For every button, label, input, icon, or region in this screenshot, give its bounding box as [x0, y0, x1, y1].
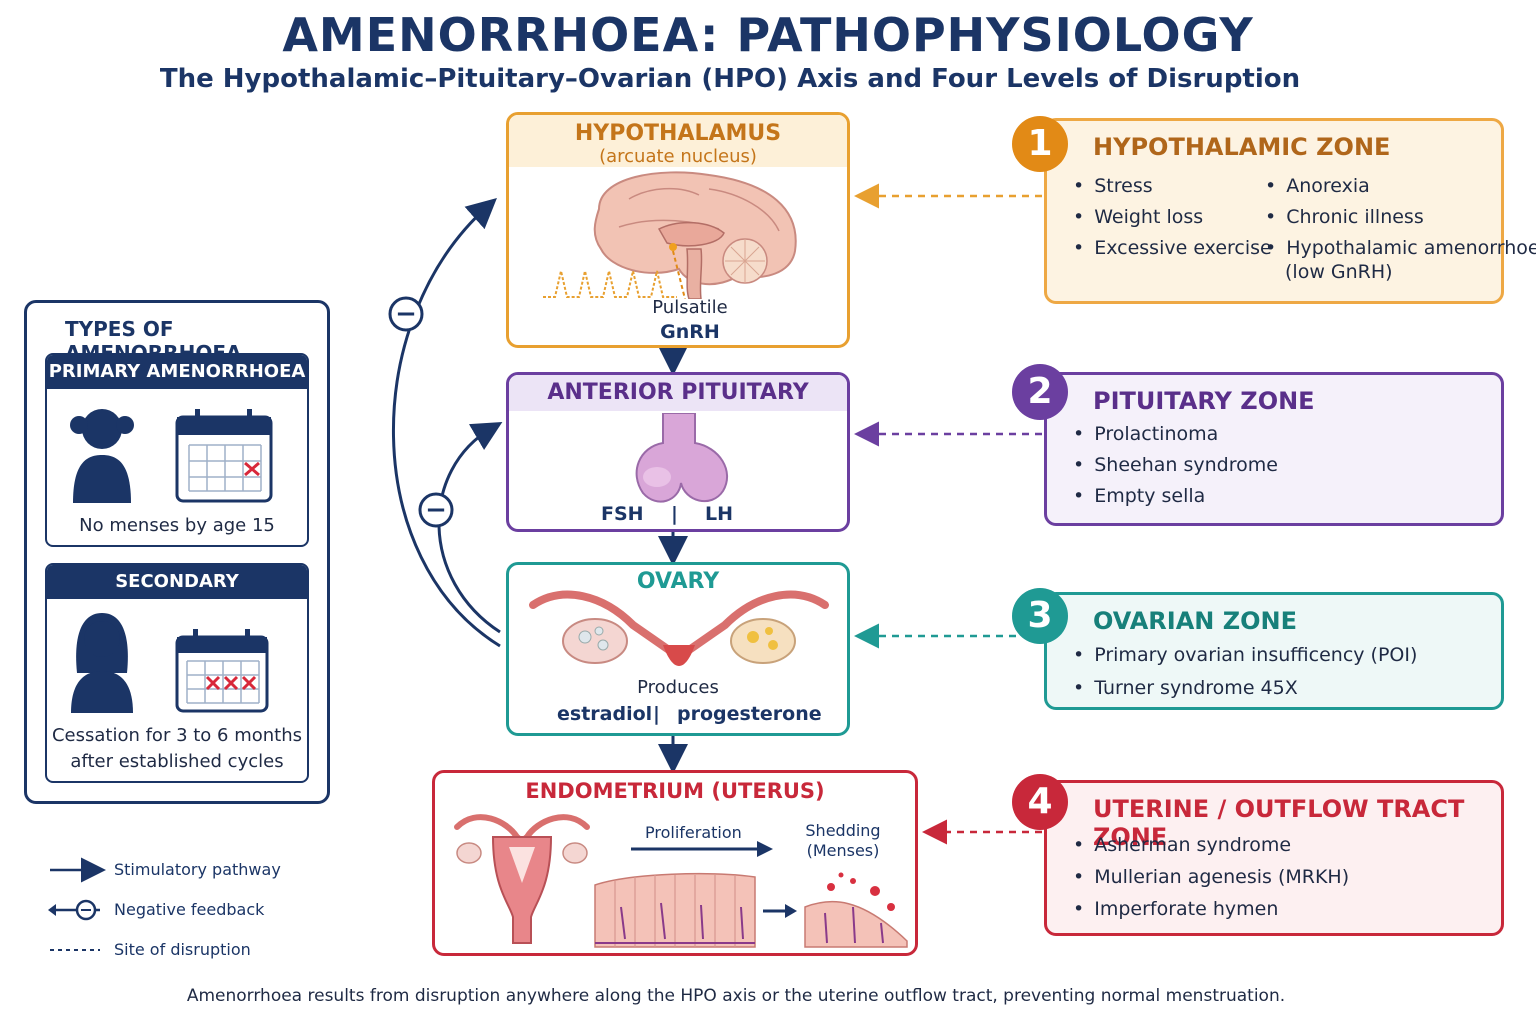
- feedback-circle-2: [418, 492, 454, 528]
- uterus-illustration: [454, 814, 590, 944]
- list-item: Chronic illness: [1265, 202, 1536, 233]
- pituitary-box: ANTERIOR PITUITARY FSH | LH: [506, 372, 850, 532]
- list-item: Empty sella: [1073, 481, 1278, 512]
- gnrh-label-line2: GnRH: [660, 321, 720, 343]
- zone-1-list-col1: Stress Weight loss Excessive exercise: [1073, 171, 1272, 264]
- hypothalamus-subtitle: (arcuate nucleus): [599, 146, 757, 167]
- feedback-curve-hypothalamus: [392, 198, 501, 648]
- list-item: Excessive exercise: [1073, 233, 1272, 264]
- brain-illustration: [593, 171, 797, 299]
- zone-1-extra: (low GnRH): [1285, 261, 1393, 283]
- zone-2-title: PITUITARY ZONE: [1093, 387, 1315, 415]
- page-title: AMENORRHOEA: PATHOPHYSIOLOGY: [282, 8, 1254, 62]
- legend-disruption: Site of disruption: [114, 940, 251, 959]
- feedback-minus-1: −: [395, 299, 417, 329]
- list-item: Mullerian agenesis (MRKH): [1073, 861, 1349, 893]
- list-item: Stress: [1073, 171, 1272, 202]
- hypothalamus-header: HYPOTHALAMUS (arcuate nucleus): [509, 115, 847, 167]
- zone-2-list: Prolactinoma Sheehan syndrome Empty sell…: [1073, 419, 1278, 512]
- endometrium-title: ENDOMETRIUM (UTERUS): [525, 779, 825, 803]
- secondary-caption-line2: after established cycles: [70, 751, 284, 772]
- pituitary-zone-box: PITUITARY ZONE Prolactinoma Sheehan synd…: [1044, 372, 1504, 526]
- primary-amenorrhoea-caption: No menses by age 15: [79, 515, 275, 536]
- feedback-minus-2: −: [425, 495, 447, 525]
- zone-1-number-badge: 1: [1012, 116, 1068, 172]
- calendar-icon: [175, 629, 269, 713]
- list-item: Anorexia: [1265, 171, 1536, 202]
- page-subtitle: The Hypothalamic–Pituitary–Ovarian (HPO)…: [159, 64, 1301, 94]
- zone-4-list: Asherman syndrome Mullerian agenesis (MR…: [1073, 829, 1349, 925]
- estradiol-label: estradiol: [557, 703, 653, 725]
- pituitary-gland-icon: [635, 413, 729, 503]
- ovarian-zone-box: OVARIAN ZONE Primary ovarian insufficenc…: [1044, 592, 1504, 710]
- ovary-box: OVARY Produces estradiol | progesterone: [506, 562, 850, 736]
- list-item: Weight loss: [1073, 202, 1272, 233]
- hypothalamus-box: HYPOTHALAMUS (arcuate nucleus) Pulsatile…: [506, 112, 850, 348]
- zone-1-list-col2: Anorexia Chronic illness Hypothalamic am…: [1265, 171, 1536, 264]
- hypothalamus-title: HYPOTHALAMUS: [574, 121, 782, 146]
- types-panel: TYPES OF AMENORRHOEA PRIMARY AMENORRHOEA…: [24, 300, 330, 804]
- legend-negative-feedback: Negative feedback: [114, 900, 265, 919]
- zone-2-number-badge: 2: [1012, 364, 1068, 420]
- lh-label: LH: [705, 503, 734, 525]
- feedback-circle-1: [388, 296, 424, 332]
- woman-icon: [71, 613, 133, 713]
- list-item: Prolactinoma: [1073, 419, 1278, 450]
- primary-amenorrhoea-card: PRIMARY AMENORRHOEA No menses by age 15: [45, 353, 309, 547]
- gnrh-label-line1: Pulsatile: [652, 297, 728, 318]
- list-item: Primary ovarian insufficency (POI): [1073, 639, 1417, 672]
- fsh-label: FSH: [601, 503, 644, 525]
- calendar-icon: [175, 409, 273, 503]
- footer-caption: Amenorrhoea results from disruption anyw…: [186, 986, 1286, 1006]
- shedding-label-line1: Shedding: [805, 821, 881, 840]
- ovary-produces-label: Produces: [637, 677, 719, 698]
- endometrial-tissue-illustration: [594, 872, 908, 948]
- secondary-amenorrhoea-title: SECONDARY AMENORRHOEA: [47, 565, 307, 626]
- ovaries-illustration: [529, 590, 829, 666]
- list-item: Turner syndrome 45X: [1073, 672, 1417, 705]
- list-item: Asherman syndrome: [1073, 829, 1349, 861]
- secondary-caption-line1: Cessation for 3 to 6 months: [51, 725, 303, 746]
- zone-3-list: Primary ovarian insufficency (POI) Turne…: [1073, 639, 1417, 705]
- proliferation-arrow: [631, 841, 773, 857]
- zone-1-title: HYPOTHALAMIC ZONE: [1093, 133, 1391, 161]
- uterine-zone-box: UTERINE / OUTFLOW TRACT ZONE Asherman sy…: [1044, 780, 1504, 936]
- secondary-amenorrhoea-card: SECONDARY AMENORRHOEA Cessation for 3 to…: [45, 563, 309, 783]
- zone-3-number-badge: 3: [1012, 588, 1068, 644]
- gnrh-pulse-icon: [543, 270, 677, 298]
- pituitary-separator: |: [671, 503, 678, 525]
- endometrium-box: ENDOMETRIUM (UTERUS) Proliferation Shedd…: [432, 770, 918, 956]
- primary-amenorrhoea-title: PRIMARY AMENORRHOEA: [47, 355, 307, 389]
- list-item: Sheehan syndrome: [1073, 450, 1278, 481]
- list-item: Imperforate hymen: [1073, 893, 1349, 925]
- progesterone-label: progesterone: [677, 703, 822, 725]
- ovary-title: OVARY: [636, 569, 720, 594]
- hypothalamic-zone-box: HYPOTHALAMIC ZONE Stress Weight loss Exc…: [1044, 118, 1536, 304]
- shedding-label-line2: (Menses): [806, 841, 880, 860]
- girl-icon: [70, 409, 134, 503]
- zone-4-number-badge: 4: [1012, 774, 1068, 830]
- pituitary-title: ANTERIOR PITUITARY: [509, 375, 847, 411]
- ovary-separator: |: [653, 703, 660, 725]
- zone-3-title: OVARIAN ZONE: [1093, 607, 1297, 635]
- proliferation-label: Proliferation: [645, 823, 742, 842]
- legend-stimulatory: Stimulatory pathway: [114, 860, 281, 879]
- list-item: Hypothalamic amenorrhoea: [1265, 233, 1536, 264]
